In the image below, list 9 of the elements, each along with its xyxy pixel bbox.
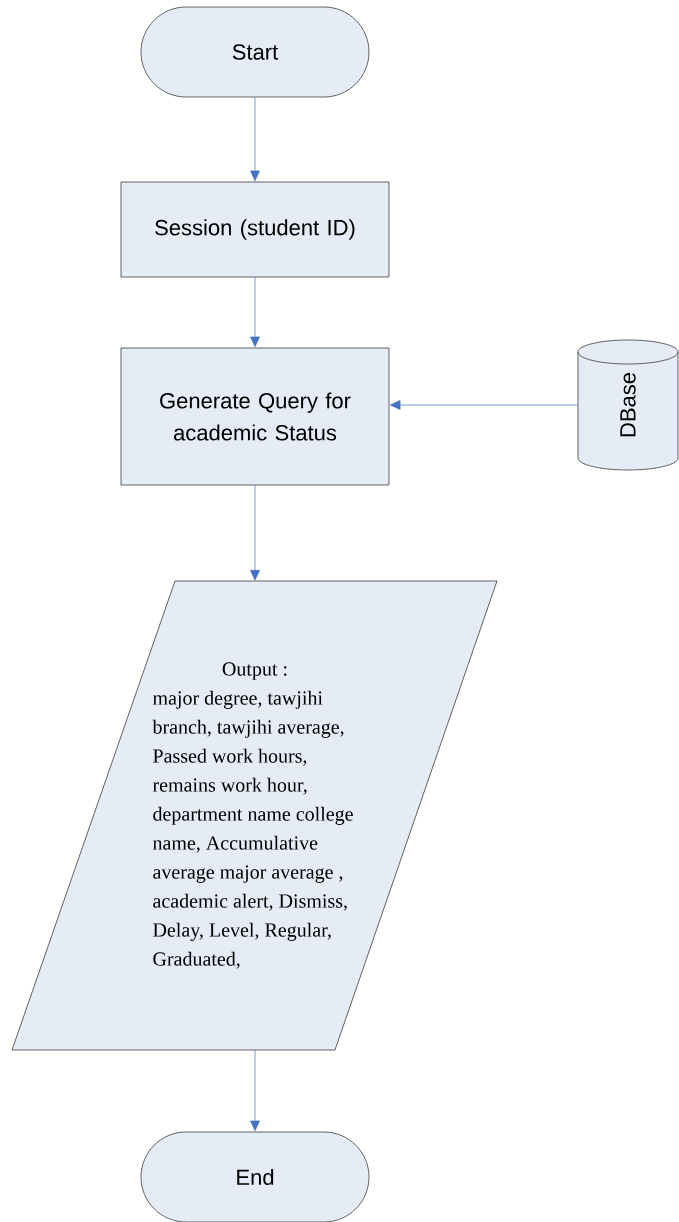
database-cylinder: DBase [577, 339, 679, 471]
arrow [250, 1049, 260, 1132]
arrow [250, 277, 260, 348]
arrow [250, 485, 260, 581]
output-parallelogram: Output : major degree, tawjihi branch, tawjihi average, Passed work hours, remains work hour, department name college name, Accumulative average major average , academic alert, Dismiss, Delay, Level, Regular, Graduated, [11, 580, 498, 1051]
process-box: Generate Query for academic Status [120, 347, 390, 486]
arrow [250, 97, 260, 182]
arrow [389, 400, 579, 410]
process-box: Session (student ID) [120, 181, 390, 278]
